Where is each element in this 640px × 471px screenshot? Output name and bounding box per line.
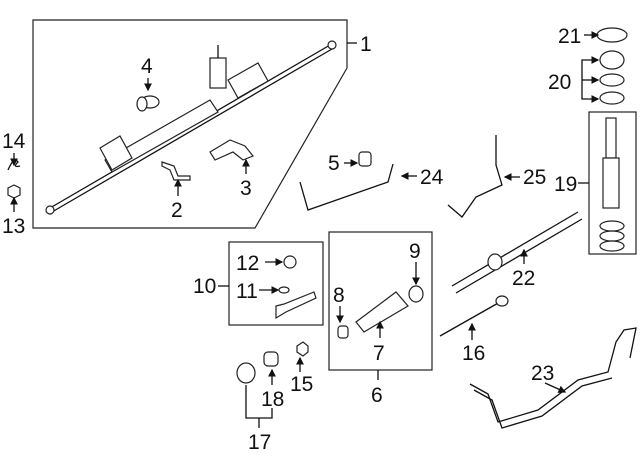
callout-13: 13 bbox=[2, 215, 25, 238]
tie-rod-end-box-10 bbox=[228, 241, 324, 326]
callout-12: 12 bbox=[236, 252, 259, 275]
seal-part-21[interactable] bbox=[596, 27, 628, 43]
callout-11: 11 bbox=[236, 280, 258, 303]
callout-1: 1 bbox=[360, 33, 372, 56]
bracket-part-3[interactable] bbox=[209, 139, 254, 161]
return-line-25[interactable] bbox=[447, 135, 503, 218]
bushing-part-18[interactable] bbox=[263, 351, 279, 367]
callout-17: 17 bbox=[248, 431, 271, 454]
callout-7: 7 bbox=[373, 342, 385, 365]
rack-bar-22[interactable] bbox=[451, 211, 583, 294]
bushing-part-17[interactable] bbox=[236, 362, 256, 384]
bushing-part-5[interactable] bbox=[358, 151, 372, 167]
clamp-part-2[interactable] bbox=[161, 161, 191, 181]
tie-rod-16[interactable] bbox=[439, 295, 509, 337]
callout-22: 22 bbox=[512, 267, 535, 290]
callout-9: 9 bbox=[409, 240, 421, 263]
boot-kit-box-6 bbox=[328, 231, 433, 371]
clamp-part-9[interactable] bbox=[408, 285, 424, 303]
callout-14: 14 bbox=[2, 130, 26, 153]
boot-part-12[interactable] bbox=[283, 255, 297, 269]
boot-part-7[interactable] bbox=[355, 291, 409, 333]
callout-6: 6 bbox=[371, 384, 383, 407]
seal-part-20a[interactable] bbox=[599, 50, 625, 70]
seal-part-20b[interactable] bbox=[599, 73, 625, 87]
tie-rod-end[interactable] bbox=[275, 291, 317, 320]
clip-part-8[interactable] bbox=[337, 325, 349, 339]
callout-15: 15 bbox=[290, 373, 313, 396]
steering-rack[interactable] bbox=[45, 40, 337, 215]
pinion-shaft[interactable] bbox=[599, 117, 625, 252]
callout-19: 19 bbox=[554, 173, 577, 196]
callout-10: 10 bbox=[193, 275, 216, 298]
nut-part-15[interactable] bbox=[296, 341, 309, 357]
callout-16: 16 bbox=[462, 342, 485, 365]
callout-18: 18 bbox=[261, 388, 284, 411]
callout-3: 3 bbox=[240, 177, 252, 200]
sleeve-part-4[interactable] bbox=[136, 95, 160, 112]
rack-assembly-box bbox=[32, 19, 348, 229]
callout-5: 5 bbox=[328, 152, 340, 175]
callout-23: 23 bbox=[531, 362, 554, 385]
callout-8: 8 bbox=[333, 284, 345, 307]
callout-24: 24 bbox=[420, 166, 444, 189]
cooler-line-23[interactable] bbox=[469, 327, 637, 423]
callout-25: 25 bbox=[523, 166, 546, 189]
callout-20: 20 bbox=[548, 71, 571, 94]
nut-part-13[interactable] bbox=[7, 184, 21, 199]
callout-21: 21 bbox=[558, 25, 581, 48]
seal-part-11[interactable] bbox=[278, 286, 290, 294]
callout-2: 2 bbox=[171, 199, 183, 222]
seal-part-20c[interactable] bbox=[599, 91, 625, 105]
callout-4: 4 bbox=[141, 55, 153, 78]
pressure-line-24[interactable] bbox=[299, 163, 394, 211]
